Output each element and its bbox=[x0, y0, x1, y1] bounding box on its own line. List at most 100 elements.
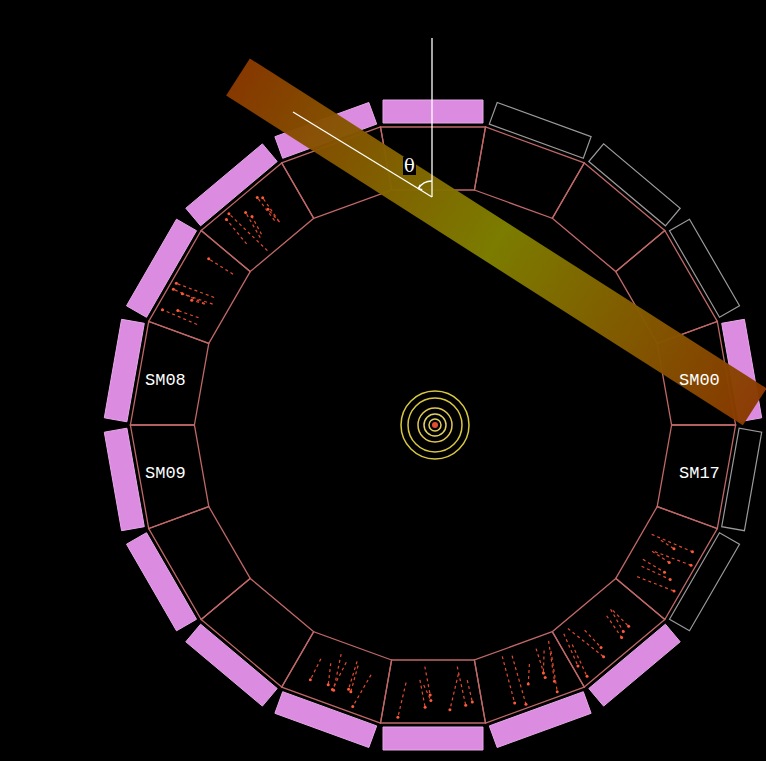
hit-dot bbox=[207, 257, 210, 260]
hit-dot bbox=[396, 716, 399, 719]
track-hit bbox=[425, 667, 430, 696]
tof-bar bbox=[186, 144, 277, 226]
track-hit bbox=[568, 629, 604, 657]
track-hit bbox=[398, 683, 406, 718]
hit-dot bbox=[327, 683, 330, 686]
track-hit bbox=[229, 214, 268, 251]
track-hit bbox=[661, 540, 674, 549]
track-hit bbox=[502, 656, 514, 703]
hit-dot bbox=[556, 690, 559, 693]
tof-bar bbox=[186, 624, 277, 706]
hit-dot bbox=[172, 288, 175, 291]
angle-lines bbox=[293, 38, 432, 197]
hit-dot bbox=[668, 561, 671, 564]
hit-dot bbox=[527, 682, 530, 685]
tof-bar bbox=[127, 219, 197, 317]
hit-dot bbox=[691, 550, 694, 553]
particle-band bbox=[226, 58, 766, 425]
track-hit bbox=[246, 212, 261, 237]
tof-bar bbox=[127, 533, 197, 631]
hit-dot bbox=[673, 547, 676, 550]
supermodule bbox=[474, 127, 584, 218]
supermodule bbox=[552, 163, 665, 272]
supermodule bbox=[201, 163, 314, 272]
tof-bar bbox=[589, 624, 680, 706]
hit-dot bbox=[256, 196, 259, 199]
track-hit bbox=[572, 645, 587, 677]
tof-bar bbox=[489, 692, 591, 748]
track-hit bbox=[192, 300, 205, 304]
track-hit bbox=[549, 641, 555, 681]
track-hit bbox=[611, 609, 624, 631]
track-hit bbox=[176, 283, 214, 297]
module-label: SM08 bbox=[145, 372, 186, 389]
tof-bar bbox=[383, 100, 483, 123]
track-hit bbox=[642, 566, 671, 579]
track-hit bbox=[607, 616, 622, 638]
track-hit bbox=[328, 663, 331, 685]
empty-slot bbox=[489, 103, 591, 159]
tof-bar bbox=[275, 692, 377, 748]
hit-dot bbox=[176, 309, 179, 312]
empty-slot bbox=[670, 219, 740, 317]
hit-dot bbox=[429, 699, 432, 702]
hit-dot bbox=[161, 308, 164, 311]
hit-dot bbox=[669, 578, 672, 581]
track-hit bbox=[257, 198, 274, 221]
hit-dot bbox=[331, 688, 334, 691]
track-hit bbox=[310, 659, 321, 680]
hit-dot bbox=[225, 218, 228, 221]
hit-dot bbox=[448, 708, 451, 711]
hit-dot bbox=[244, 211, 247, 214]
track-hit bbox=[551, 651, 557, 692]
track-hit bbox=[332, 662, 346, 689]
hit-dot bbox=[347, 688, 350, 691]
hit-dot bbox=[175, 282, 178, 285]
hit-dot bbox=[542, 672, 545, 675]
track-hit bbox=[512, 656, 526, 705]
module-label: SM17 bbox=[679, 465, 720, 482]
hit-dot bbox=[663, 571, 666, 574]
track-hit bbox=[353, 675, 371, 707]
hit-dot bbox=[673, 590, 676, 593]
supermodule bbox=[552, 578, 665, 687]
track-hit bbox=[585, 630, 601, 647]
hit-dot bbox=[620, 636, 623, 639]
track-hit bbox=[420, 680, 425, 707]
hit-dot bbox=[190, 299, 193, 302]
track-hit bbox=[543, 651, 545, 673]
tof-bar bbox=[104, 428, 144, 531]
hit-dot bbox=[513, 702, 516, 705]
hit-dot bbox=[351, 705, 354, 708]
hit-dot bbox=[627, 625, 630, 628]
track-hit bbox=[226, 220, 246, 244]
track-hit bbox=[564, 634, 578, 666]
hit-dot bbox=[349, 690, 352, 693]
hit-dot bbox=[429, 694, 432, 697]
supermodule bbox=[381, 660, 486, 723]
track-hit bbox=[209, 259, 233, 274]
hit-dot bbox=[576, 664, 579, 667]
track-hit bbox=[613, 610, 629, 626]
empty-slot bbox=[722, 428, 762, 531]
module-label: SM09 bbox=[145, 465, 186, 482]
track-hit bbox=[536, 649, 545, 678]
track-hit bbox=[178, 310, 199, 317]
vertex-rings bbox=[401, 391, 469, 459]
hit-dot bbox=[181, 292, 184, 295]
hit-dot bbox=[586, 675, 589, 678]
track-hit bbox=[252, 217, 261, 235]
tof-bar bbox=[383, 727, 483, 750]
hit-dot bbox=[622, 630, 625, 633]
tof-bar bbox=[104, 319, 144, 422]
hit-dot bbox=[524, 703, 527, 706]
hit-dot bbox=[464, 704, 467, 707]
hit-dot bbox=[309, 678, 312, 681]
track-hit bbox=[655, 552, 691, 566]
hit-dot bbox=[602, 655, 605, 658]
track-hit bbox=[450, 674, 458, 710]
track-hit bbox=[637, 577, 674, 591]
track-hit bbox=[643, 559, 665, 572]
